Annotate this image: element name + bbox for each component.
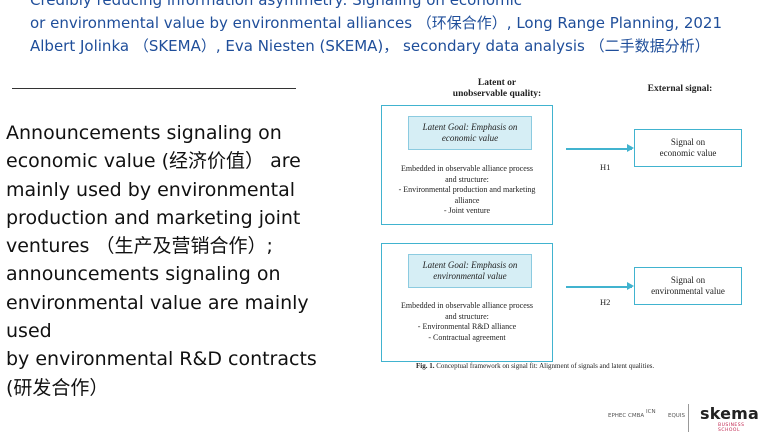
conceptual-framework-figure: Latent or unobservable quality: External… (376, 74, 768, 374)
logo-divider (688, 404, 689, 432)
embedded-line: - Contractual agreement (428, 332, 506, 342)
caption-label: Fig. 1. (416, 362, 435, 370)
body-line: Announcements signaling on (6, 122, 282, 144)
economic-embedded-text: Embedded in observable alliance process … (386, 164, 548, 217)
footer-logos: EPHEC CMBA ICN EQUIS skema BUSINESS SCHO… (608, 404, 768, 433)
environmental-latent-box: Latent Goal: Emphasis on environmental v… (381, 243, 553, 362)
signal-line: economic value (659, 148, 717, 158)
embedded-line: - Environmental R&D alliance (417, 322, 517, 331)
embedded-line: and structure: (445, 311, 489, 321)
h2-label: H2 (600, 297, 611, 307)
environmental-embedded-text: Embedded in observable alliance process … (386, 301, 548, 343)
latent-heading-line: Latent or (477, 78, 517, 88)
h1-arrow (566, 145, 634, 151)
economic-latent-box: Latent Goal: Emphasis on economic value … (381, 105, 553, 225)
embedded-line: - Environmental production and marketing (398, 185, 536, 194)
signal-line: environmental value (651, 286, 725, 296)
goal-line: Latent Goal: Emphasis on (422, 260, 518, 270)
embedded-line: and structure: (445, 174, 489, 184)
body-line: ventures （生产及营销合作）; (6, 235, 273, 258)
signal-line: Signal on (670, 137, 706, 147)
embedded-line: alliance (454, 195, 480, 205)
economic-goal-box: Latent Goal: Emphasis on economic value (408, 116, 532, 150)
h1-label: H1 (600, 162, 611, 172)
environmental-signal-box: Signal on environmental value (634, 267, 742, 305)
body-line: economic value (经济价值） are (6, 150, 301, 173)
economic-signal-box: Signal on economic value (634, 129, 742, 167)
body-line: (研发合作） (6, 376, 109, 399)
body-line: production and marketing joint (6, 206, 301, 229)
ephec-logo: EPHEC CMBA (608, 413, 645, 419)
header-line-2: or environmental value by environmental … (30, 14, 723, 32)
header-line-1: Credibly reducing information asymmetry:… (30, 0, 523, 9)
body-line: used (6, 320, 52, 343)
caption-text: Conceptual framework on signal fit: Alig… (434, 362, 655, 370)
latent-heading-line: unobservable quality: (452, 89, 542, 99)
skema-logo-subtitle: BUSINESS SCHOOL (718, 423, 745, 433)
body-line: mainly used by environmental (6, 178, 296, 201)
external-signal-heading: External signal: (647, 84, 713, 94)
divider (12, 88, 296, 89)
equis-logo: EQUIS (668, 413, 685, 419)
goal-line: environmental value (433, 271, 507, 281)
goal-line: economic value (441, 133, 499, 143)
latent-quality-heading: Latent or unobservable quality: (422, 78, 572, 100)
signal-line: Signal on (670, 275, 706, 285)
icn-logo: ICN (646, 409, 656, 415)
figure-caption: Fig. 1. Conceptual framework on signal f… (416, 362, 654, 370)
h2-arrow (566, 283, 634, 289)
embedded-line: Embedded in observable alliance process (401, 164, 533, 173)
body-text: Announcements signaling on economic valu… (6, 119, 341, 402)
body-line: environmental value are mainly (6, 291, 309, 314)
embedded-line: Embedded in observable alliance process (401, 301, 533, 310)
embedded-line: - Joint venture (443, 206, 491, 215)
skema-logo: skema (700, 404, 760, 423)
header-line-3: Albert Jolinka （SKEMA）, Eva Niesten (SKE… (30, 37, 710, 55)
body-line: by environmental R&D contracts (6, 348, 317, 371)
body-line: announcements signaling on (6, 263, 281, 286)
environmental-goal-box: Latent Goal: Emphasis on environmental v… (408, 254, 532, 288)
goal-line: Latent Goal: Emphasis on (422, 122, 518, 132)
